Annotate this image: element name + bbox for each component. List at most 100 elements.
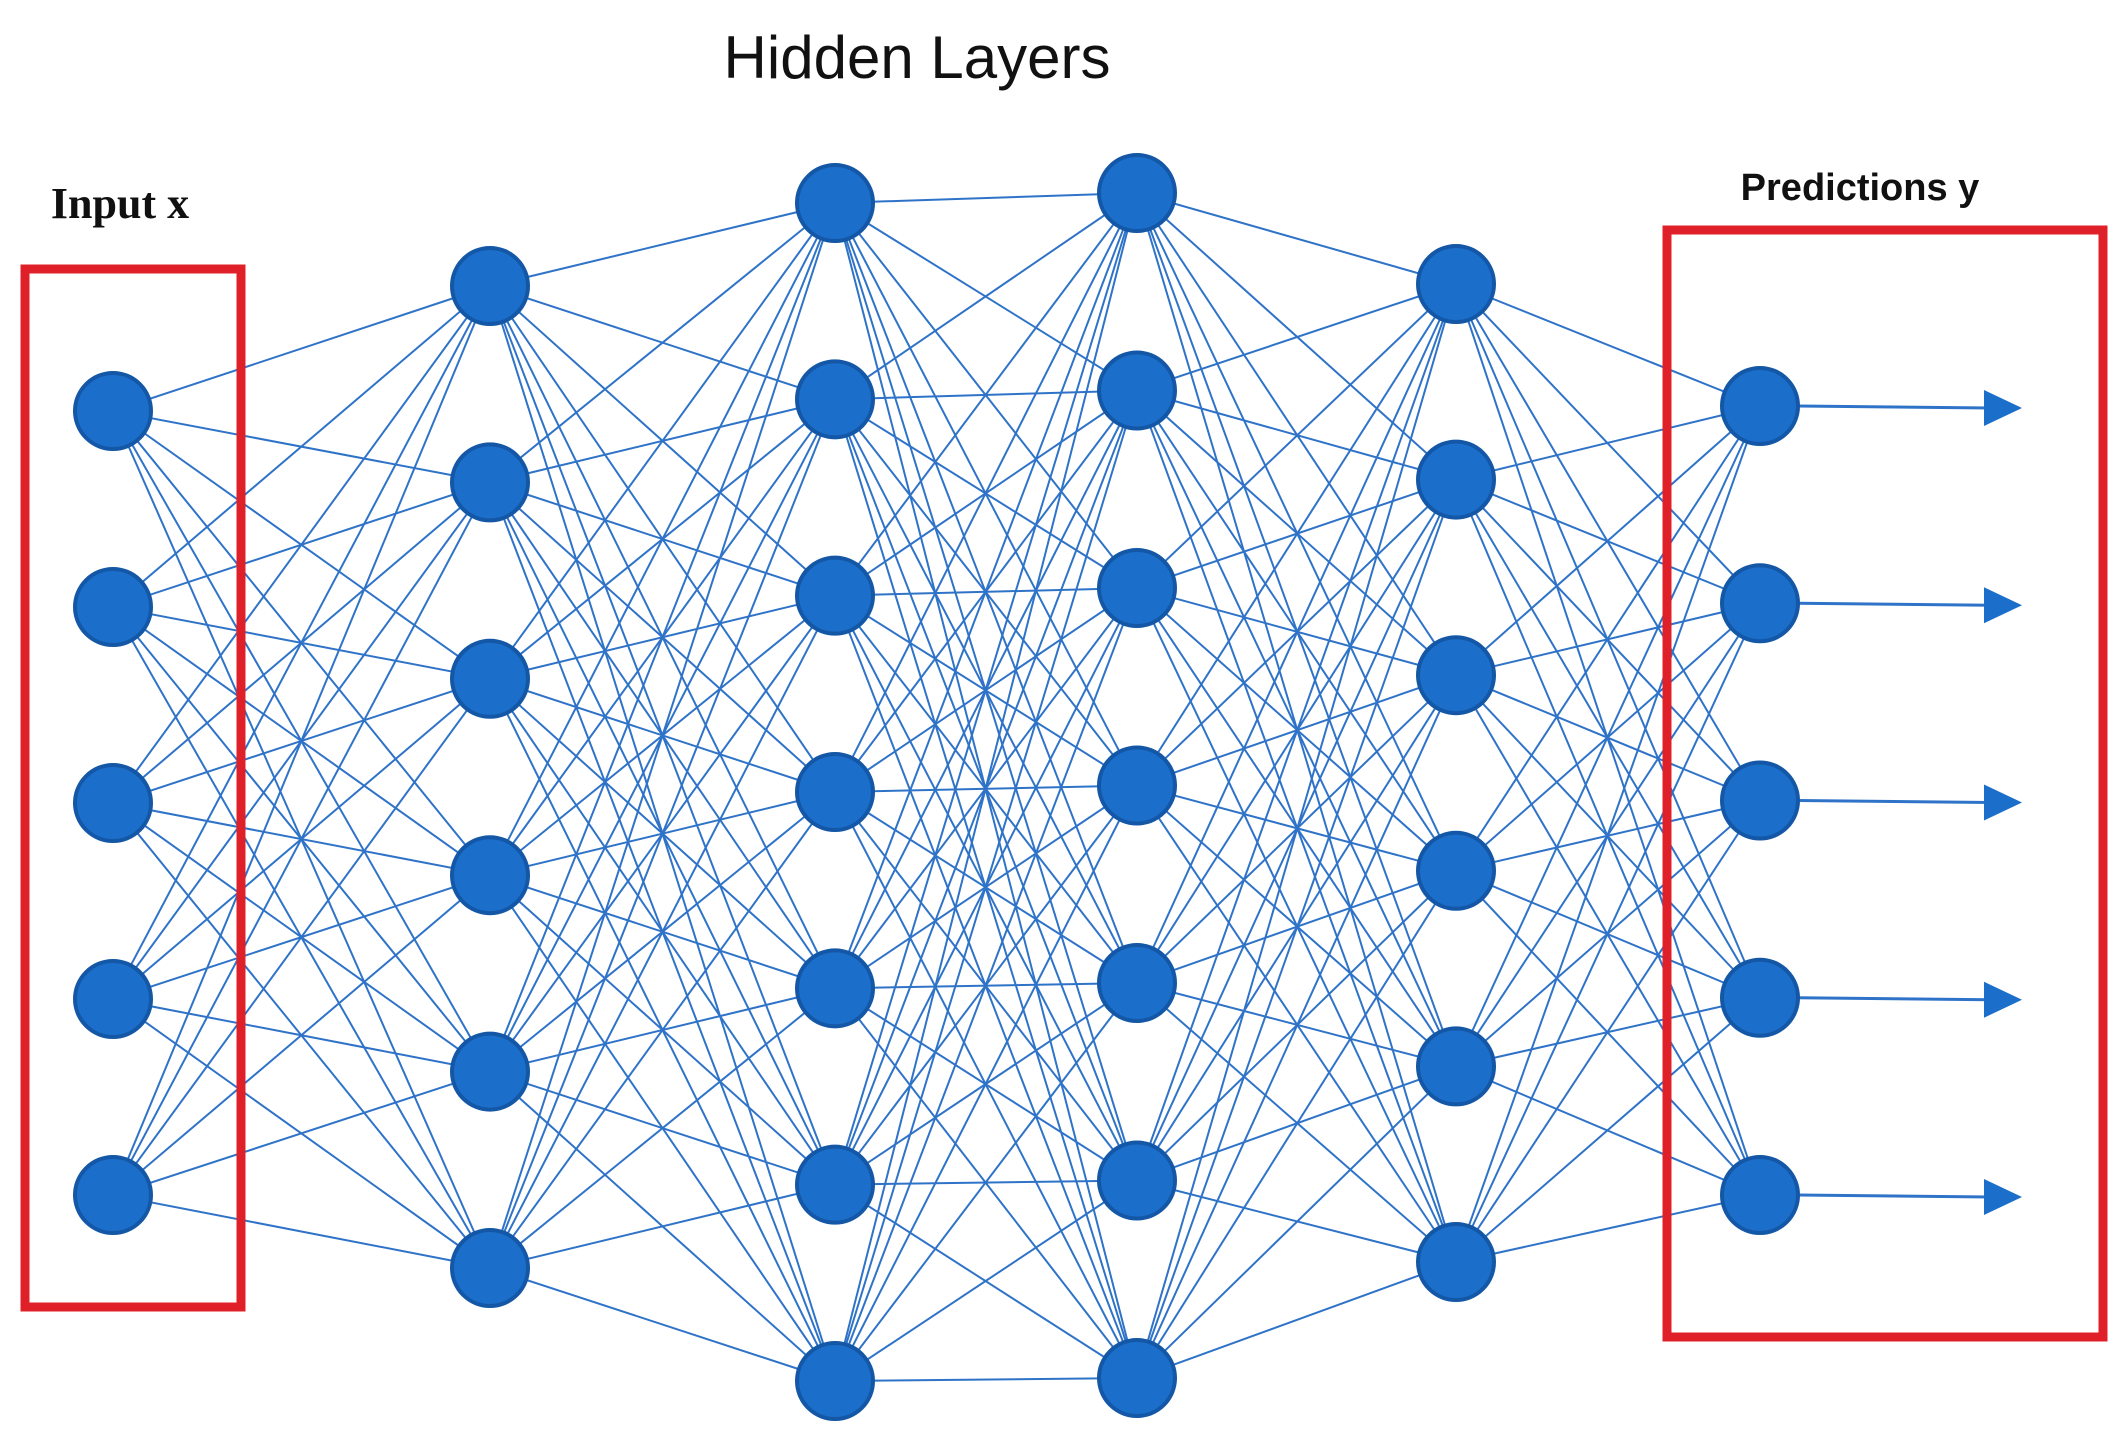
connection-l3-n6-to-l4-n2 bbox=[1136, 674, 1457, 1379]
right-arrow-icon bbox=[1984, 1179, 2022, 1215]
connection-l4-n5-to-l5-n2 bbox=[1455, 799, 1761, 1263]
connection-l1-n5-to-l2-n6 bbox=[489, 1267, 836, 1382]
connection-l2-n6-to-l3-n4 bbox=[834, 982, 1138, 1382]
connection-l1-n5-to-l2-n5 bbox=[489, 1183, 836, 1269]
hidden-node-l4-3 bbox=[1416, 635, 1496, 716]
hidden-node-l2-3 bbox=[795, 555, 875, 636]
connection-l2-n0-to-l3-n0 bbox=[834, 192, 1138, 204]
connection-l3-n6-to-l4-n0 bbox=[1136, 283, 1457, 1379]
hidden-node-l3-3 bbox=[1097, 548, 1177, 628]
input-node-l0-3 bbox=[73, 763, 153, 843]
hidden-node-l3-6 bbox=[1097, 1140, 1177, 1221]
connection-l3-n1-to-l4-n0 bbox=[1136, 283, 1457, 392]
connection-l1-n3-to-l2-n0 bbox=[489, 202, 836, 876]
connection-l2-n6-to-l3-n2 bbox=[834, 587, 1138, 1382]
hidden-node-l2-5 bbox=[795, 948, 875, 1029]
connection-l2-n6-to-l3-n3 bbox=[834, 785, 1138, 1382]
output-node-l5-1 bbox=[1720, 366, 1800, 446]
connection-l4-n5-to-l5-n0 bbox=[1455, 405, 1761, 1263]
output-highlight-box bbox=[1662, 225, 2108, 1342]
connection-l4-n0-to-l5-n0 bbox=[1455, 283, 1761, 407]
connection-l0-n4-to-l1-n4 bbox=[112, 1070, 491, 1196]
connection-l0-n4-to-l1-n1 bbox=[112, 481, 491, 1196]
connection-l4-n2-to-l5-n0 bbox=[1455, 405, 1761, 676]
connection-l0-n4-to-l1-n2 bbox=[112, 678, 491, 1196]
hidden-node-l2-1 bbox=[795, 163, 875, 243]
right-arrow-icon bbox=[1984, 784, 2022, 821]
input-node-l0-5 bbox=[73, 1155, 153, 1235]
connection-l3-n3-to-l4-n0 bbox=[1136, 283, 1457, 787]
connection-l4-n5-to-l5-n4 bbox=[1455, 1194, 1761, 1263]
connection-l2-n6-to-l3-n5 bbox=[834, 1179, 1138, 1382]
output-arrow-line-2 bbox=[1797, 601, 1991, 607]
hidden-node-l3-4 bbox=[1097, 745, 1177, 826]
connection-l2-n6-to-l3-n1 bbox=[834, 390, 1138, 1382]
connection-l3-n6-to-l4-n5 bbox=[1136, 1261, 1457, 1379]
hidden-node-l1-1 bbox=[450, 246, 530, 326]
hidden-node-l1-4 bbox=[450, 835, 530, 916]
connection-l1-n5-to-l2-n1 bbox=[489, 398, 836, 1269]
connection-l2-n4-to-l3-n0 bbox=[834, 192, 1138, 989]
connection-l1-n1-to-l2-n0 bbox=[489, 202, 836, 484]
connection-l1-n5-to-l2-n0 bbox=[489, 202, 836, 1269]
connection-l0-n3-to-l1-n0 bbox=[112, 285, 491, 1000]
connection-l0-n4-to-l1-n5 bbox=[112, 1194, 491, 1269]
connection-l4-n5-to-l5-n3 bbox=[1455, 996, 1761, 1263]
hidden-node-l2-4 bbox=[795, 752, 875, 832]
connection-l1-n0-to-l2-n0 bbox=[489, 202, 836, 287]
connection-l0-n2-to-l1-n0 bbox=[112, 285, 491, 804]
input-highlight-box bbox=[20, 264, 246, 1312]
input-title: Input x bbox=[51, 179, 189, 228]
output-node-l5-5 bbox=[1720, 1155, 1800, 1235]
connection-l3-n0-to-l4-n0 bbox=[1136, 192, 1457, 285]
connection-l0-n4-to-l1-n3 bbox=[112, 874, 491, 1196]
connection-l4-n3-to-l5-n0 bbox=[1455, 405, 1761, 872]
input-node-l0-2 bbox=[73, 567, 153, 647]
hidden-node-l4-1 bbox=[1416, 244, 1496, 324]
connection-l4-n5-to-l5-n1 bbox=[1455, 602, 1761, 1263]
hidden-node-l4-5 bbox=[1416, 1026, 1496, 1107]
connection-l3-n6-to-l4-n1 bbox=[1136, 479, 1457, 1379]
connection-l2-n1-to-l3-n0 bbox=[834, 192, 1138, 401]
hidden-node-l2-7 bbox=[795, 1341, 875, 1421]
hidden-node-l4-6 bbox=[1416, 1222, 1496, 1302]
hidden-node-l3-1 bbox=[1097, 153, 1177, 233]
connection-l4-n1-to-l5-n0 bbox=[1455, 405, 1761, 481]
output-arrow-line-1 bbox=[1797, 404, 1991, 410]
neurons bbox=[73, 153, 1800, 1421]
hidden-node-l1-2 bbox=[450, 442, 530, 523]
connection-l0-n0-to-l1-n0 bbox=[112, 285, 491, 412]
output-node-l5-3 bbox=[1720, 760, 1800, 841]
connection-l0-n4-to-l1-n0 bbox=[112, 285, 491, 1196]
connection-l2-n3-to-l3-n0 bbox=[834, 192, 1138, 793]
connection-l2-n6-to-l3-n6 bbox=[834, 1377, 1138, 1382]
hidden-node-l4-4 bbox=[1416, 830, 1496, 911]
connection-l4-n4-to-l5-n0 bbox=[1455, 405, 1761, 1067]
input-node-l0-1 bbox=[73, 371, 153, 451]
connection-l2-n5-to-l3-n0 bbox=[834, 192, 1138, 1185]
output-arrows bbox=[1797, 390, 2022, 1215]
output-arrow-line-4 bbox=[1797, 996, 1991, 1002]
connection-l2-n2-to-l3-n0 bbox=[834, 192, 1138, 597]
connection-l0-n1-to-l1-n0 bbox=[112, 285, 491, 608]
hidden-node-l2-6 bbox=[795, 1144, 875, 1225]
hidden-node-l3-7 bbox=[1097, 1338, 1177, 1418]
predictions-title: Predictions y bbox=[1741, 167, 1980, 209]
connection-l3-n6-to-l4-n3 bbox=[1136, 870, 1457, 1379]
connection-l1-n5-to-l2-n4 bbox=[489, 987, 836, 1269]
hidden-node-l1-6 bbox=[450, 1228, 530, 1308]
connection-l3-n5-to-l4-n0 bbox=[1136, 283, 1457, 1181]
right-arrow-icon bbox=[1984, 981, 2022, 1018]
hidden-node-l4-2 bbox=[1416, 439, 1496, 520]
output-arrow-line-3 bbox=[1797, 799, 1991, 804]
connection-l3-n2-to-l4-n0 bbox=[1136, 283, 1457, 589]
hidden-node-l3-2 bbox=[1097, 350, 1177, 431]
connection-l3-n6-to-l4-n4 bbox=[1136, 1065, 1457, 1379]
hidden-node-l1-3 bbox=[450, 638, 530, 719]
right-arrow-icon bbox=[1984, 390, 2022, 426]
output-arrow-line-5 bbox=[1797, 1193, 1991, 1199]
connection-l2-n6-to-l3-n0 bbox=[834, 192, 1138, 1382]
hidden-node-l1-5 bbox=[450, 1031, 530, 1112]
connection-l1-n4-to-l2-n0 bbox=[489, 202, 836, 1072]
